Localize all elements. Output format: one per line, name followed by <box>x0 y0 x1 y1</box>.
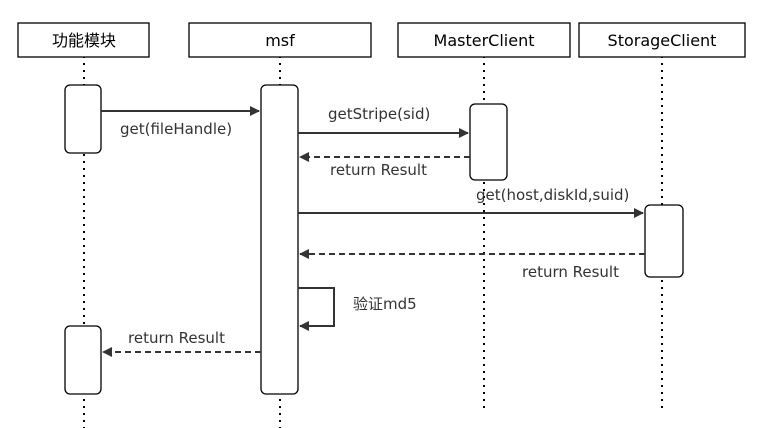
message-label-m7: return Result <box>128 329 225 347</box>
participant-msf: msf <box>188 22 372 58</box>
activation-func-2 <box>64 325 102 395</box>
message-label-m4: get(host,diskId,suid) <box>476 186 629 204</box>
message-label-m6: 验证md5 <box>353 295 417 313</box>
participant-msf-label: msf <box>265 31 295 50</box>
message-label-m1: get(fileHandle) <box>120 120 232 138</box>
message-label-m5: return Result <box>522 263 619 281</box>
activation-storage <box>644 204 684 278</box>
participant-storage: StorageClient <box>578 22 746 58</box>
participant-func-label: 功能模块 <box>52 31 116 50</box>
message-arrow-m6 <box>298 287 335 331</box>
activation-master <box>469 103 508 181</box>
participant-master: MasterClient <box>397 22 571 58</box>
participant-storage-label: StorageClient <box>608 31 717 50</box>
activation-msf <box>260 84 299 395</box>
message-label-m3: return Result <box>330 161 427 179</box>
participant-master-label: MasterClient <box>434 31 535 50</box>
participant-func: 功能模块 <box>17 22 150 58</box>
message-label-m2: getStripe(sid) <box>328 105 430 123</box>
activation-func-1 <box>64 84 102 154</box>
